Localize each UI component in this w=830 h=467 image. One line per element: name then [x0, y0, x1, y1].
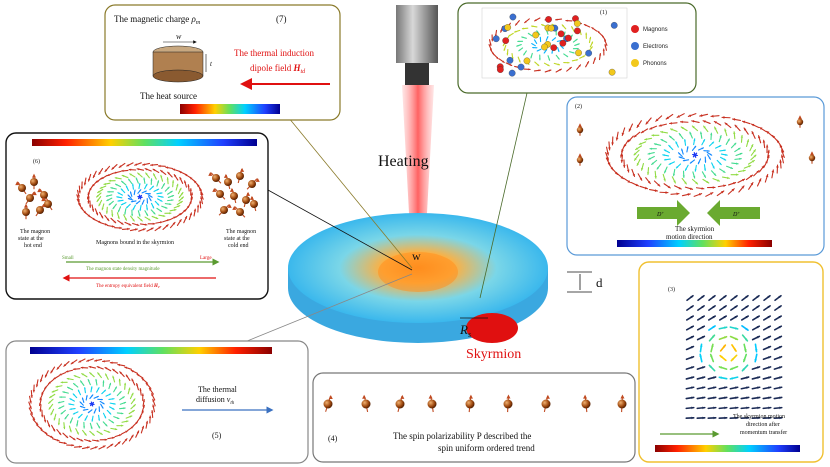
- heat-source-t-label: t: [210, 60, 213, 68]
- motion-caption-line1: The skyrmion motion: [733, 414, 785, 420]
- bound-label: Magnons bound in the skyrmion: [96, 240, 174, 246]
- d-left-label: D+: [656, 210, 664, 218]
- spin-vector-field: [685, 294, 783, 420]
- large-label: Large: [200, 256, 212, 261]
- skyrmion-spin-texture-6: [76, 162, 204, 232]
- panel-6: [5, 132, 269, 300]
- diffusion-line1: The thermal: [198, 385, 238, 394]
- panel-7: [104, 4, 341, 121]
- spin-row: [323, 394, 627, 413]
- dipole-field-line1: The thermal induction: [234, 48, 314, 58]
- callout-line-6: [267, 189, 413, 271]
- motion-label-line1: The skyrmion: [675, 225, 715, 233]
- panel-3-colorbar: [655, 445, 800, 452]
- entropy-label: The entropy equivalent field He: [96, 284, 160, 289]
- skyrmion-spin-texture-2: [576, 113, 816, 197]
- callout-line-5: [229, 273, 413, 349]
- panel-4-number: (4): [328, 434, 338, 443]
- laser-nozzle: [405, 63, 429, 85]
- panel-7-number: (7): [276, 14, 287, 24]
- skyrmion-spin-texture-5: [28, 358, 156, 450]
- panel-3-number: (3): [668, 286, 675, 293]
- panel-2-colorbar: [617, 240, 772, 247]
- panel-1-number: (1): [600, 9, 607, 16]
- diffusion-line2: diffusion vth: [196, 395, 235, 406]
- legend-phonons: Phonons: [643, 61, 667, 67]
- panel-5: [5, 340, 309, 464]
- heat-source-w-label: w: [176, 32, 182, 41]
- cold-end-magnons: [208, 167, 260, 218]
- panel-7-colorbar: [180, 104, 280, 114]
- motion-label-line2: motion direction: [666, 233, 713, 241]
- heating-label: Heating: [378, 153, 429, 170]
- motion-caption-line2: direction after: [746, 421, 780, 428]
- d-arrow-right: [637, 200, 690, 226]
- panel-7-title: The magnetic charge ρm: [114, 14, 201, 26]
- thickness-label: d: [596, 275, 603, 290]
- particle-cloud: [488, 13, 618, 77]
- spin-caption-line1: The spin polarizability P described the: [393, 431, 531, 441]
- hot-end-line2: state at the: [18, 236, 44, 242]
- cold-end-line1: The magnon: [226, 229, 256, 235]
- cold-end-line3: cold end: [228, 243, 249, 249]
- legend-magnons: Magnons: [643, 27, 668, 33]
- legend-electrons: Electrons: [643, 44, 668, 50]
- heat-source-cylinder: [152, 45, 204, 83]
- heat-source-label: The heat source: [140, 91, 197, 101]
- dipole-field-line2: dipole field Htd: [250, 63, 306, 75]
- density-label: The magnon state density magnitude: [86, 267, 160, 272]
- width-label: w: [412, 249, 421, 263]
- callout-line-7: [269, 94, 413, 269]
- hot-end-line3: hot end: [24, 243, 42, 249]
- panel-6-number: (6): [33, 158, 40, 165]
- d-right-label: D+: [732, 210, 740, 218]
- radius-label: Rs: [459, 322, 471, 339]
- spin-caption-line2: spin uniform ordered trend: [438, 443, 535, 453]
- cold-end-line2: state at the: [224, 236, 250, 242]
- panel-6-colorbar: [32, 139, 257, 146]
- particle-legend: [631, 25, 639, 67]
- hot-end-line1: The magnon: [20, 229, 50, 235]
- panel-4: [312, 372, 636, 463]
- panel-5-colorbar: [30, 347, 272, 354]
- small-label: Small: [62, 256, 74, 261]
- panel-1-inner-frame: [481, 7, 628, 79]
- motion-caption-line3: momentum transfer: [740, 429, 787, 436]
- callout-line-1: [479, 79, 531, 299]
- panel-5-number: (5): [212, 431, 222, 440]
- panel-3: [638, 261, 824, 463]
- panel-2-number: (2): [575, 103, 582, 110]
- hot-end-magnons: [15, 173, 53, 220]
- skyrmion-spot: [466, 313, 518, 343]
- d-arrow-left: [707, 200, 760, 226]
- laser-head: [396, 5, 438, 63]
- skyrmion-label: Skyrmion: [466, 347, 521, 362]
